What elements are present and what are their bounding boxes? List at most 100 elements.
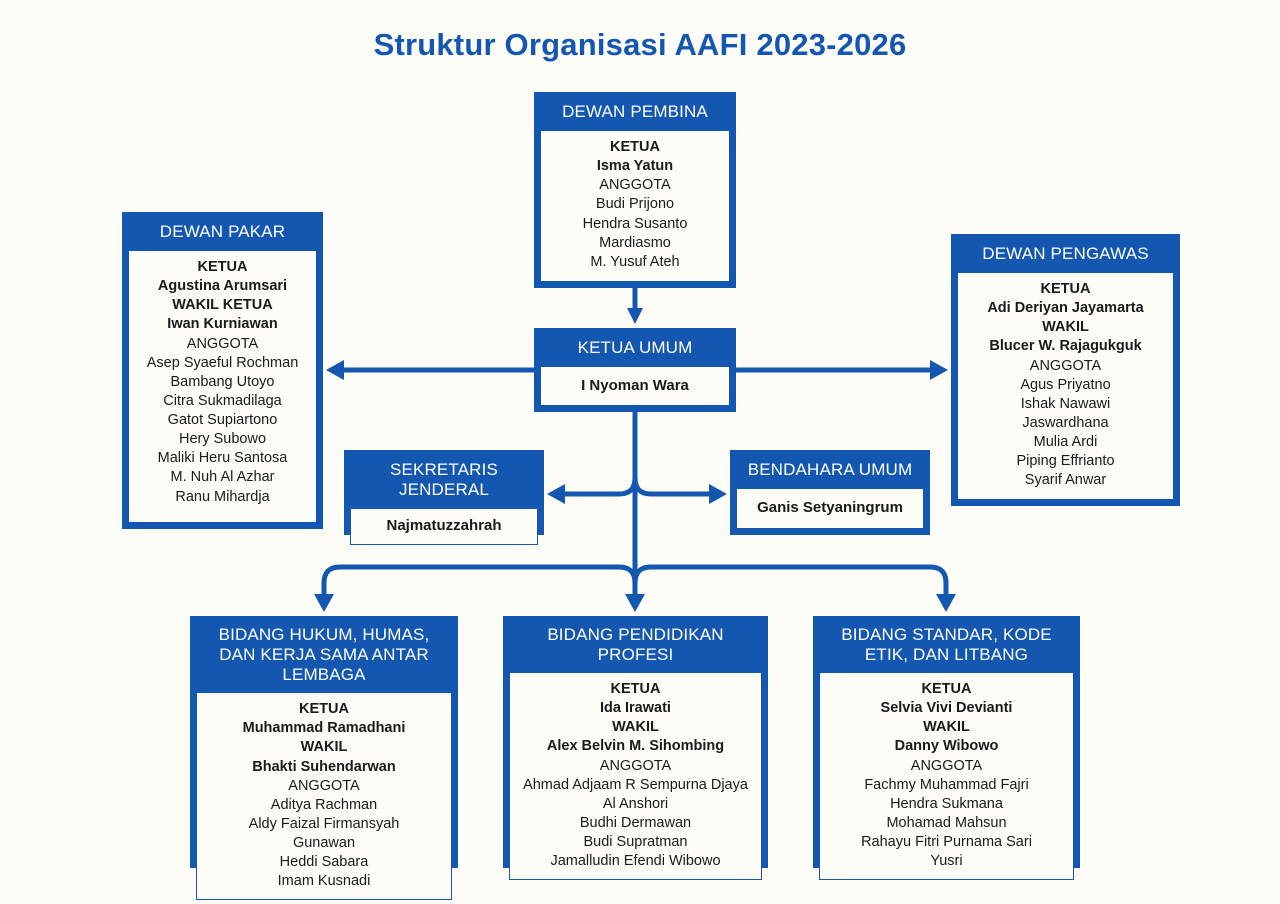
node-bidang-hukum-humas-kerja-sama[interactable]: BIDANG HUKUM, HUMAS, DAN KERJA SAMA ANTA…	[190, 616, 458, 901]
entry-person: Muhammad Ramadhani	[242, 720, 406, 737]
entry-person: Yusri	[930, 853, 963, 870]
connector-bus-left	[321, 564, 638, 602]
entry-person: Ahmad Adjaam R Sempurna Djaya	[523, 776, 748, 793]
entry-role: KETUA	[921, 681, 972, 698]
node-body-bendahara-umum: Ganis Setyaningrum	[736, 488, 924, 529]
entry-person: Gatot Supiartono	[167, 412, 278, 429]
entry-role: ANGGOTA	[599, 177, 671, 194]
entry-person: Jamalludin Efendi Wibowo	[550, 853, 721, 870]
entry-person: Jaswardhana	[1022, 414, 1109, 431]
node-header-bidang-pendidikan: BIDANG PENDIDIKAN PROFESI	[547, 625, 724, 665]
entry-role: KETUA	[610, 139, 660, 156]
entry-person: Budhi Dermawan	[579, 814, 692, 831]
entry-role: ANGGOTA	[1029, 357, 1102, 374]
entry-person: Aditya Rachman	[270, 796, 378, 813]
entry-role: WAKIL KETUA	[172, 297, 273, 314]
entry-person: Bhakti Suhendarwan	[252, 758, 396, 775]
entry-person: Citra Sukmadilaga	[163, 392, 282, 409]
arrowhead-bidang-standar	[936, 594, 956, 612]
connector-bus-right	[632, 564, 949, 602]
entry-person: Ranu Mihardja	[175, 488, 270, 505]
entry-person: Fachmy Muhammad Fajri	[864, 776, 1029, 793]
entry-person: Alex Belvin M. Sihombing	[546, 738, 725, 755]
entry-person: Budi Prijono	[595, 196, 675, 213]
entry-person: Asep Syaeful Rochman	[146, 354, 299, 371]
entry-role: ANGGOTA	[186, 335, 259, 352]
entry-person: Selvia Vivi Devianti	[880, 700, 1013, 717]
node-body-sekretaris-jenderal: Najmatuzzahrah	[350, 508, 538, 545]
node-sekretaris-jenderal[interactable]: SEKRETARIS JENDERAL Najmatuzzahrah	[344, 450, 544, 545]
arrowhead-sekjen	[547, 484, 565, 504]
entry-person: Budi Supratman	[583, 834, 688, 851]
entry-person: Mardiasmo	[599, 234, 671, 251]
entry-role: KETUA	[197, 259, 248, 276]
entry-person: Isma Yatun	[596, 158, 674, 175]
entry-role: ANGGOTA	[910, 757, 983, 774]
entry-role: ANGGOTA	[288, 777, 360, 794]
entry-person: Blucer W. Rajagukguk	[989, 338, 1142, 355]
entry-role: WAKIL	[923, 719, 970, 736]
node-header-ketua-umum: KETUA UMUM	[577, 338, 693, 357]
entry-person: Ishak Nawawi	[1020, 395, 1111, 412]
arrowhead-bendahara	[709, 484, 727, 504]
connector-trunk-bendahara	[632, 477, 717, 497]
entry-person: Rahayu Fitri Purnama Sari	[861, 834, 1032, 851]
entry-person: Danny Wibowo	[894, 738, 999, 755]
node-header-dewan-pembina: DEWAN PEMBINA	[562, 102, 708, 121]
entry-person: M. Yusuf Ateh	[590, 253, 680, 270]
entry-role: WAKIL	[612, 719, 659, 736]
entry-role: KETUA	[299, 701, 349, 718]
node-header-sekretaris-jenderal: SEKRETARIS JENDERAL	[390, 460, 498, 500]
page-title: Struktur Organisasi AAFI 2023-2026	[373, 27, 907, 62]
node-bendahara-umum[interactable]: BENDAHARA UMUM Ganis Setyaningrum	[730, 450, 930, 535]
entry-role: ANGGOTA	[599, 757, 672, 774]
node-bidang-pendidikan-profesi[interactable]: BIDANG PENDIDIKAN PROFESI KETUA Ida Irawa…	[503, 616, 768, 881]
node-bidang-standar-kode-etik-litbang[interactable]: BIDANG STANDAR, KODE ETIK, DAN LITBANG K…	[813, 616, 1080, 881]
arrowhead-bidang-pendidikan	[625, 594, 645, 612]
entry-person: Hery Subowo	[178, 431, 267, 448]
node-header-bidang-standar: BIDANG STANDAR, KODE ETIK, DAN LITBANG	[841, 625, 1052, 665]
entry-person: Aldy Faizal Firmansyah	[248, 815, 400, 832]
entry-person: Piping Effrianto	[1016, 453, 1115, 470]
node-header-dewan-pakar: DEWAN PAKAR	[159, 222, 286, 241]
node-header-bidang-hukum: BIDANG HUKUM, HUMAS, DAN KERJA SAMA ANTA…	[218, 625, 430, 685]
entry-person: Imam Kusnadi	[277, 873, 371, 890]
entry-person: Agustina Arumsari	[157, 278, 288, 295]
entry-person: M. Nuh Al Azhar	[170, 469, 275, 486]
entry-person: Hendra Susanto	[582, 215, 688, 232]
arrowhead-pengawas	[930, 360, 948, 380]
entry-person: Mohamad Mahsun	[886, 814, 1007, 831]
node-body-ketua-umum: I Nyoman Wara	[540, 366, 730, 406]
node-header-dewan-pengawas: DEWAN PENGAWAS	[982, 244, 1149, 263]
arrowhead-pakar	[326, 360, 344, 380]
entry-role: WAKIL	[300, 739, 348, 756]
entry-person: Ida Irawati	[600, 700, 671, 717]
arrowhead-pembina-ketua	[627, 308, 643, 324]
entry-person: Hendra Sukmana	[890, 795, 1003, 812]
entry-person: Agus Priyatno	[1020, 376, 1111, 393]
entry-person: Maliki Heru Santosa	[157, 450, 288, 467]
entry-person: Iwan Kurniawan	[167, 316, 278, 333]
entry-person: Adi Deriyan Jayamarta	[987, 300, 1144, 317]
arrowhead-bidang-hukum	[314, 594, 334, 612]
entry-role: KETUA	[1040, 281, 1091, 298]
node-dewan-pengawas[interactable]: DEWAN PENGAWAS KETUA Adi Deriyan Jayamart…	[951, 234, 1180, 506]
node-ketua-umum[interactable]: KETUA UMUM I Nyoman Wara	[534, 328, 736, 412]
entry-person: Gunawan	[292, 835, 356, 852]
entry-role: KETUA	[610, 681, 661, 698]
entry-person: Al Anshori	[602, 795, 669, 812]
entry-role: WAKIL	[1042, 319, 1089, 336]
entry-person: Heddi Sabara	[279, 854, 369, 871]
entry-person: Syarif Anwar	[1024, 472, 1107, 489]
entry-person: Bambang Utoyo	[170, 373, 275, 390]
node-header-bendahara-umum: BENDAHARA UMUM	[747, 460, 913, 479]
